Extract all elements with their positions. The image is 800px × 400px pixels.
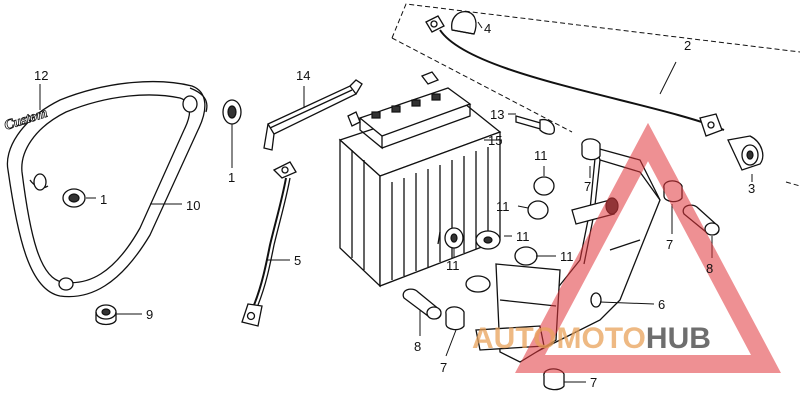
terminal-cap xyxy=(451,11,477,35)
callout-11-a: 11 xyxy=(534,148,548,163)
grommet-cover xyxy=(62,188,86,208)
callout-5: 5 xyxy=(294,253,301,268)
callout-4: 4 xyxy=(484,21,491,36)
callouts: 12 1 10 9 1 14 5 4 15 13 2 3 11 11 11 11… xyxy=(34,21,755,390)
callout-12: 12 xyxy=(34,68,48,83)
callout-10: 10 xyxy=(186,198,200,213)
grommet-middle xyxy=(222,99,242,125)
positive-cable xyxy=(425,15,725,137)
callout-7-b: 7 xyxy=(666,237,673,252)
callout-7-a: 7 xyxy=(584,179,591,194)
callout-3: 3 xyxy=(748,181,755,196)
callout-15: 15 xyxy=(488,133,502,148)
bolt xyxy=(515,115,555,135)
watermark-part3: HUB xyxy=(646,322,711,355)
cushions xyxy=(445,138,683,391)
callout-8-a: 8 xyxy=(706,261,713,276)
svg-text:AUTOMOTOHUB: AUTOMOTOHUB xyxy=(472,322,711,355)
grommet-bottom xyxy=(95,304,117,326)
callout-11-d: 11 xyxy=(446,258,460,273)
watermark-triangle xyxy=(515,122,781,373)
leader-lines xyxy=(39,21,753,383)
callout-9: 9 xyxy=(146,307,153,322)
side-cover xyxy=(6,80,208,298)
washers xyxy=(444,176,555,293)
callout-6: 6 xyxy=(658,297,665,312)
callout-11-b: 11 xyxy=(496,199,510,214)
watermark-part1: AUTO xyxy=(472,322,556,355)
callout-1-middle: 1 xyxy=(228,170,235,185)
terminal-boot xyxy=(727,135,764,171)
watermark-part2: MOTO xyxy=(556,322,645,355)
callout-7-c: 7 xyxy=(440,360,447,375)
callout-1-cover: 1 xyxy=(100,192,107,207)
ground-cable xyxy=(241,161,297,327)
battery xyxy=(338,71,502,288)
callout-8-b: 8 xyxy=(414,339,421,354)
watermark: AUTOMOTOHUB xyxy=(472,122,781,373)
battery-band xyxy=(263,79,363,151)
callout-11-e: 11 xyxy=(560,249,574,264)
callout-14: 14 xyxy=(296,68,310,83)
callout-7-d: 7 xyxy=(590,375,597,390)
callout-13: 13 xyxy=(490,107,504,122)
callout-2: 2 xyxy=(684,38,691,53)
callout-11-c: 11 xyxy=(516,229,530,244)
